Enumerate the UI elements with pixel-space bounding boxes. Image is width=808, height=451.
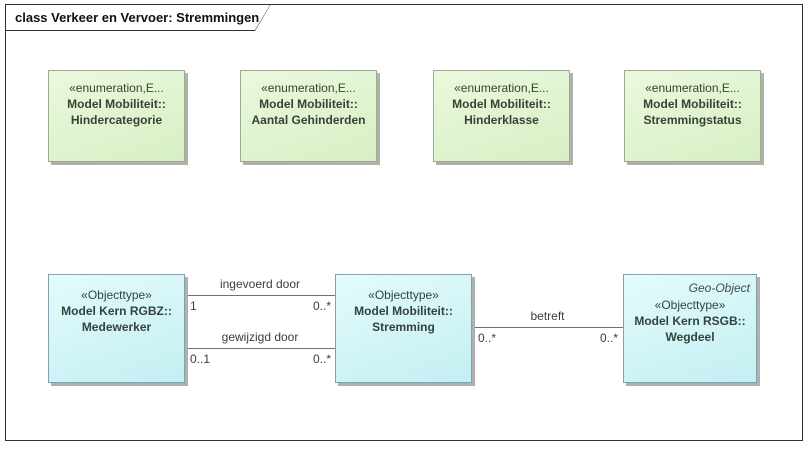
multiplicity-source: 0..* <box>478 331 497 345</box>
class-package: Model Kern RSGB:: <box>634 314 746 328</box>
enum-package: Model Mobiliteit:: <box>452 97 551 111</box>
enum-stereotype: «enumeration,E... <box>645 81 740 95</box>
multiplicity-source: 0..1 <box>190 352 211 366</box>
class-node-medewerker[interactable]: «Objecttype» Model Kern RGBZ:: Medewerke… <box>48 274 185 383</box>
multiplicity-source: 1 <box>190 299 197 313</box>
enum-stereotype: «enumeration,E... <box>261 81 356 95</box>
class-node-stremming[interactable]: «Objecttype» Model Mobiliteit:: Stremmin… <box>335 274 472 383</box>
class-node-wegdeel[interactable]: Geo-Object «Objecttype» Model Kern RSGB:… <box>623 274 757 383</box>
class-stereotype: «Objecttype» <box>368 288 439 302</box>
association-line-gewijzigd-door[interactable] <box>185 348 335 349</box>
class-name: Medewerker <box>81 320 152 334</box>
enum-package: Model Mobiliteit:: <box>643 97 742 111</box>
enum-stereotype: «enumeration,E... <box>454 81 549 95</box>
class-package: Model Mobiliteit:: <box>354 304 453 318</box>
diagram-title: class Verkeer en Vervoer: Stremmingen <box>6 5 270 30</box>
class-stereotype: «Objecttype» <box>654 298 726 312</box>
multiplicity-target: 0..* <box>312 352 331 366</box>
association-label: ingevoerd door <box>219 277 301 291</box>
multiplicity-target: 0..* <box>312 299 331 313</box>
class-parent-label: Geo-Object <box>688 281 750 295</box>
enum-package: Model Mobiliteit:: <box>259 97 358 111</box>
class-stereotype: «Objecttype» <box>81 288 152 302</box>
enum-name: Stremmingstatus <box>643 113 742 127</box>
enum-stereotype: «enumeration,E... <box>69 81 164 95</box>
enum-name: Aantal Gehinderden <box>251 113 366 127</box>
enum-node-stremmingstatus[interactable]: «enumeration,E... Model Mobiliteit:: Str… <box>624 70 761 162</box>
association-label: betreft <box>530 309 565 323</box>
class-package: Model Kern RGBZ:: <box>61 304 172 318</box>
enum-name: Hinderklasse <box>464 113 539 127</box>
association-line-ingevoerd-door[interactable] <box>185 295 335 296</box>
class-name: Wegdeel <box>665 330 715 344</box>
class-name: Stremming <box>372 320 435 334</box>
enum-package: Model Mobiliteit:: <box>67 97 166 111</box>
multiplicity-target: 0..* <box>599 331 618 345</box>
enum-name: Hindercategorie <box>70 113 163 127</box>
enum-node-hinderklasse[interactable]: «enumeration,E... Model Mobiliteit:: Hin… <box>433 70 570 162</box>
enum-node-hindercategorie[interactable]: «enumeration,E... Model Mobiliteit:: Hin… <box>48 70 185 162</box>
enum-node-aantal-gehinderden[interactable]: «enumeration,E... Model Mobiliteit:: Aan… <box>240 70 377 162</box>
diagram-frame-tab: class Verkeer en Vervoer: Stremmingen <box>5 4 271 31</box>
association-label: gewijzigd door <box>221 330 299 344</box>
association-line-betreft[interactable] <box>472 327 623 328</box>
